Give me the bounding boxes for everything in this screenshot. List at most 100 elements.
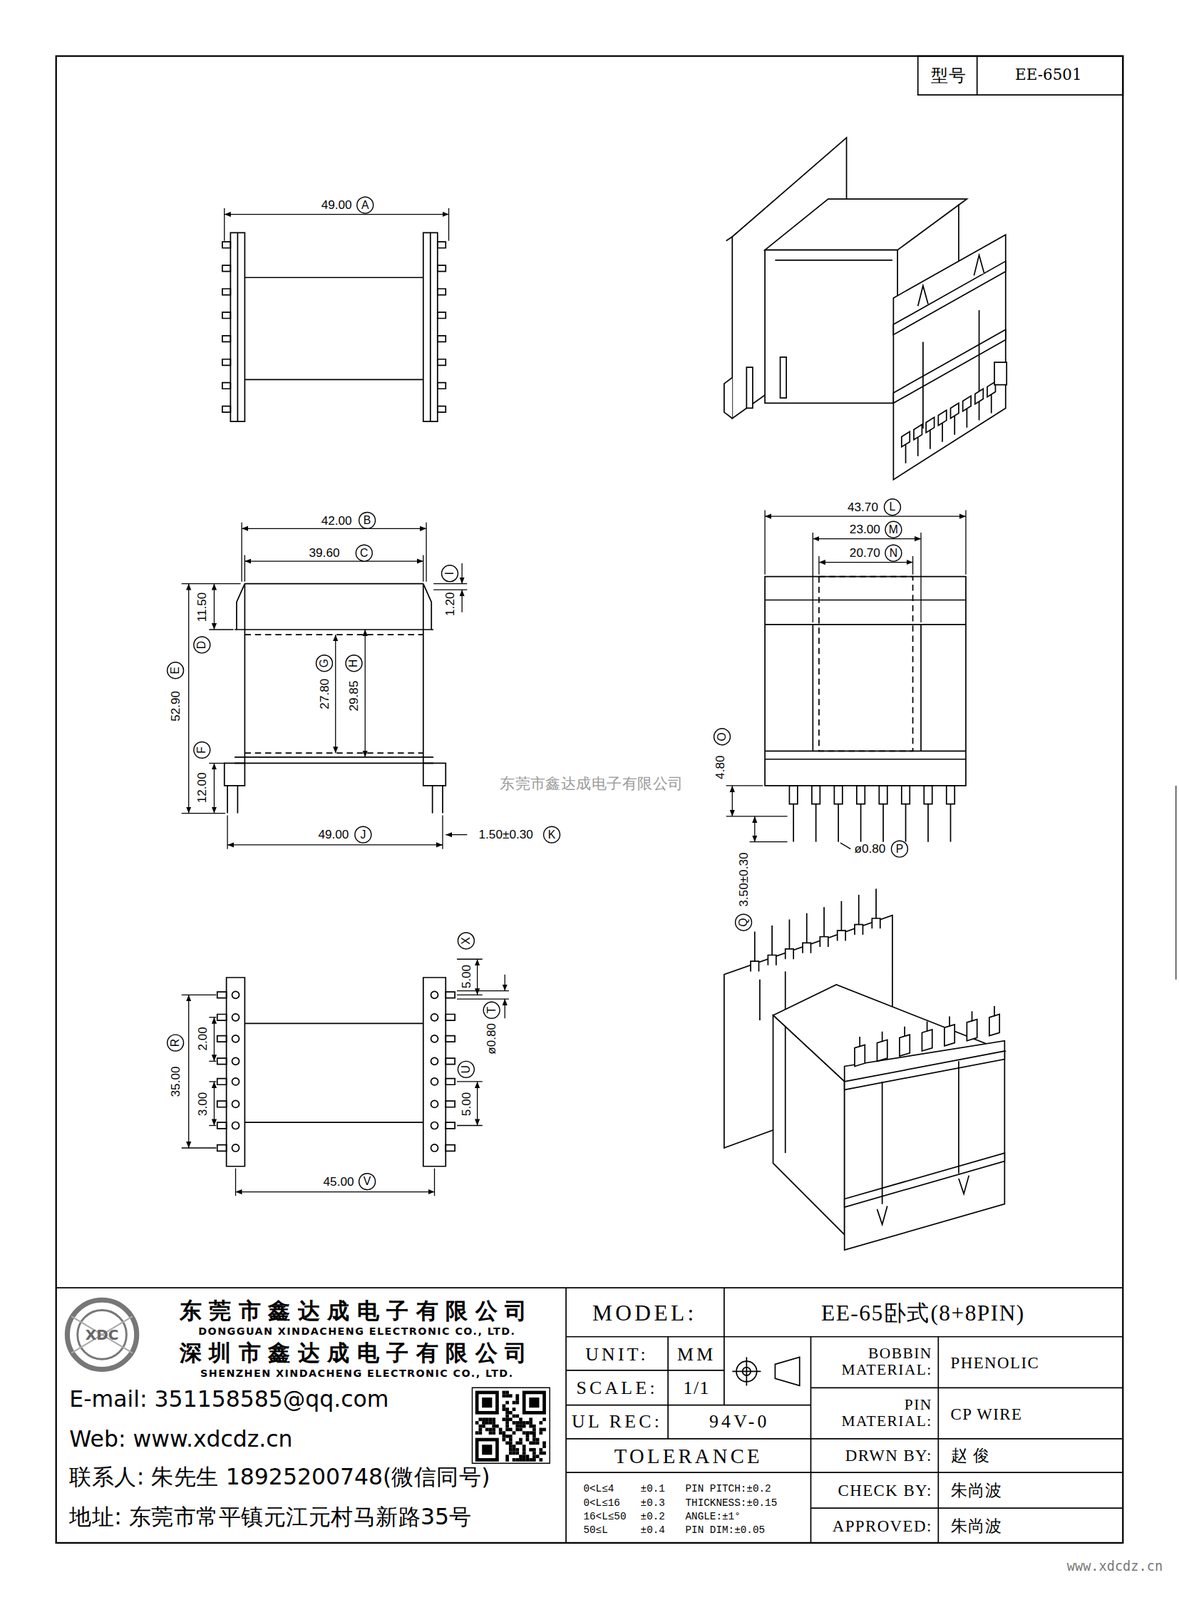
dimension-text: 2.00 [196,1026,209,1050]
side-view [882,804,884,842]
company-logo [71,1315,133,1353]
qr-code [508,1451,513,1455]
callout-letter: F [196,746,208,754]
front-view [423,762,446,785]
qr-code [505,1400,509,1405]
sheet-frame [1175,785,1177,980]
dimension-text: 35.00 [169,1065,182,1097]
bottom-view [232,1057,240,1065]
qr-code [502,1430,507,1435]
qr-code [508,1444,513,1448]
qr-code [522,1424,527,1428]
title-block [565,1335,1123,1337]
isometric-view [876,1206,887,1225]
callout-circle [457,1060,475,1078]
qr-code [505,1434,509,1438]
bottom-view [504,974,506,991]
side-view [764,623,966,625]
qr-code [512,1414,517,1418]
isometric-view [881,1081,883,1204]
dimension-text: 29.85 [347,680,360,712]
side-view [833,785,842,805]
front-view [426,522,427,582]
bottom-view [445,1144,455,1152]
table-value: 94V-0 [709,1412,770,1431]
title-block [56,1287,1124,1543]
callout-letter: O [716,732,728,741]
qr-code [538,1420,543,1425]
qr-code [526,1437,530,1442]
dimension-text: 39.60 [309,546,341,559]
side-view [732,785,733,817]
title-block [56,1286,1124,1288]
bottom-view [235,1191,435,1192]
front-view [181,522,468,849]
dimension-text: 23.00 [849,523,881,536]
qr-code [515,1427,519,1432]
qr-code [515,1420,519,1425]
qr-code [532,1447,537,1452]
title-block [723,1287,725,1337]
bottom-view [431,990,439,998]
top-view [222,359,231,366]
bottom-view [232,1121,240,1129]
side-view [838,804,839,842]
side-view [812,538,921,539]
bottom-view [217,991,227,998]
bottom-view [431,1144,439,1152]
qr-code [542,1427,547,1432]
side-view [860,804,862,842]
qr-code [538,1457,543,1462]
front-view [461,589,463,612]
callout-letter: C [359,547,368,559]
qr-code [475,1437,499,1462]
front-view [335,634,336,753]
callout-circle [714,728,731,745]
bottom-view [217,1078,227,1085]
callout-circle [316,655,333,672]
front-view [227,814,229,849]
isometric-view [994,362,1007,385]
isometric-view [764,250,898,404]
side-view [764,758,966,760]
side-view [840,842,851,849]
dimension-text: 27.80 [317,678,331,710]
top-view [429,232,431,422]
front-view [181,522,468,849]
isometric-view [918,285,929,307]
front-view [244,560,423,562]
top-view [437,265,446,272]
callout-letter: L [889,501,897,513]
callout-letter: J [359,829,366,841]
table-value: 朱尚波 [950,1517,1003,1534]
callout-circle [441,565,459,582]
top-view [222,406,231,413]
company-logo [77,1310,127,1360]
bottom-view [208,1060,216,1062]
side-view [927,804,929,842]
top-view [437,406,446,413]
contact-info: 地址: 东莞市常平镇元江元村马新路35号 [69,1505,472,1528]
isometric-view [724,377,733,419]
isometric-view [773,1015,845,1235]
front-view [234,756,434,758]
bottom-view [504,998,506,1018]
title-block [723,1336,725,1405]
bottom-view [181,958,509,1196]
qr-code [502,1393,507,1398]
top-view [437,335,446,343]
qr-code [488,1427,493,1432]
isometric-view [893,234,1006,480]
qr-code [515,1447,519,1452]
company-name-english: DONGGUAN XINDACHENG ELECTRONIC CO., LTD. [198,1325,516,1336]
side-view [811,785,820,805]
qr-code [522,1454,527,1458]
front-view [227,843,443,845]
qr-code [491,1427,496,1432]
top-view [244,277,423,278]
callout-circle [354,826,372,843]
side-view [789,785,797,805]
dimension-text: 45.00 [323,1175,355,1188]
qr-code [481,1424,486,1428]
qr-code [518,1440,523,1445]
